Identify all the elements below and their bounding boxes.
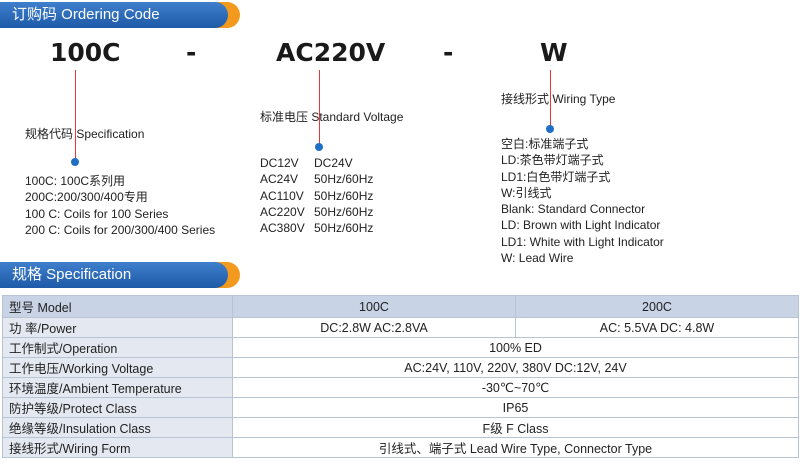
specification-banner: 规格 Specification <box>0 262 240 288</box>
row-value: 100% ED <box>232 337 799 358</box>
ordering-code-title: 订购码 Ordering Code <box>0 2 228 28</box>
row-value: AC:24V, 110V, 220V, 380V DC:12V, 24V <box>232 357 799 378</box>
power-200c-cell: AC: 5.5VA DC: 4.8W <box>515 317 799 338</box>
spec-leader-line <box>75 70 76 158</box>
spec-bullet-icon <box>71 158 79 166</box>
spec-code-label: 规格代码 Specification <box>25 127 145 141</box>
code-dash-2: - <box>443 38 454 67</box>
list-item: 空白:标准端子式 <box>501 137 589 151</box>
ordering-code-banner: 订购码 Ordering Code <box>0 2 240 28</box>
row-label: 绝缘等级/Insulation Class <box>2 417 233 438</box>
header-model-cell: 型号 Model <box>2 295 233 318</box>
row-label: 工作电压/Working Voltage <box>2 357 233 378</box>
row-label: 功 率/Power <box>2 317 233 338</box>
table-row: 接线形式/Wiring Form 引线式、端子式 Lead Wire Type,… <box>2 437 799 458</box>
table-header-row: 型号 Model 100C 200C <box>2 295 799 318</box>
list-item: Blank: Standard Connector <box>501 202 646 217</box>
wiring-bullet-icon <box>546 125 554 133</box>
list-item: LD: Brown with Light Indicator <box>501 218 661 233</box>
header-col-100c: 100C <box>232 295 516 318</box>
voltage-leader-line <box>319 70 320 148</box>
wiring-type-label: 接线形式 Wiring Type <box>501 92 616 106</box>
code-dash-1: - <box>186 38 197 67</box>
list-item: W: Lead Wire <box>501 251 574 266</box>
list-item: 100C: 100C系列用 <box>25 174 126 188</box>
row-value: 引线式、端子式 Lead Wire Type, Connector Type <box>232 437 799 458</box>
wiring-leader-line <box>550 70 551 126</box>
table-row: 工作电压/Working Voltage AC:24V, 110V, 220V,… <box>2 357 799 378</box>
row-label: 工作制式/Operation <box>2 337 233 358</box>
table-row: 功 率/Power DC:2.8W AC:2.8VA AC: 5.5VA DC:… <box>2 317 799 338</box>
header-col-200c: 200C <box>515 295 799 318</box>
list-item: LD1: White with Light Indicator <box>501 234 664 249</box>
list-item: 200 C: Coils for 200/300/400 Series <box>25 222 216 237</box>
row-value: IP65 <box>232 397 799 418</box>
table-row: 工作制式/Operation 100% ED <box>2 337 799 358</box>
code-part-voltage: AC220V <box>276 38 386 67</box>
list-item: W:引线式 <box>501 185 552 200</box>
list-item: LD:茶色带灯端子式 <box>501 153 604 168</box>
list-item: 200C:200/300/400专用 <box>25 190 148 205</box>
row-value: F级 F Class <box>232 417 799 438</box>
specification-title: 规格 Specification <box>0 262 228 288</box>
voltage-bullet-icon <box>315 143 323 151</box>
voltage-label: 标准电压 Standard Voltage <box>260 110 404 124</box>
table-row: 绝缘等级/Insulation Class F级 F Class <box>2 417 799 438</box>
power-100c-cell: DC:2.8W AC:2.8VA <box>232 317 516 338</box>
list-item: LD1:白色带灯端子式 <box>501 169 611 184</box>
list-item: 100 C: Coils for 100 Series <box>25 206 169 221</box>
specification-table: 型号 Model 100C 200C 功 率/Power DC:2.8W AC:… <box>2 295 799 458</box>
row-label: 防护等级/Protect Class <box>2 397 233 418</box>
code-part-wiring: W <box>540 38 568 67</box>
row-value: -30℃~70℃ <box>232 377 799 398</box>
table-row: 环境温度/Ambient Temperature -30℃~70℃ <box>2 377 799 398</box>
code-part-series: 100C <box>50 38 121 67</box>
table-row: 防护等级/Protect Class IP65 <box>2 397 799 418</box>
spec-code-list: 100C: 100C系列用 200C:200/300/400专用 100 C: … <box>25 173 215 238</box>
row-label: 接线形式/Wiring Form <box>2 437 233 458</box>
row-label: 环境温度/Ambient Temperature <box>2 377 233 398</box>
wiring-type-list: 空白:标准端子式 LD:茶色带灯端子式 LD1:白色带灯端子式 W:引线式 Bl… <box>501 136 664 266</box>
